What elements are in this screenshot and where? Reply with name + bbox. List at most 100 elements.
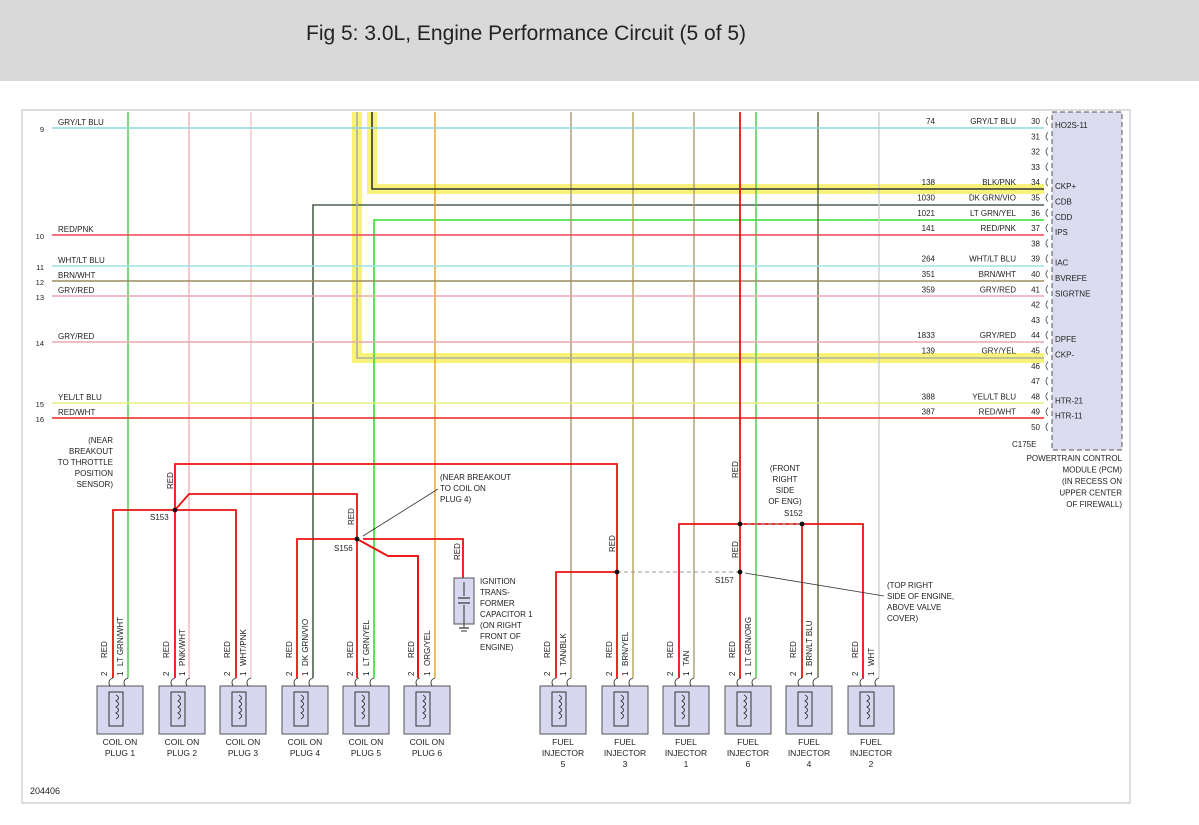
- pcm-name: (IN RECESS ON: [1062, 477, 1122, 486]
- device-body: [847, 685, 895, 735]
- device-body: [158, 685, 206, 735]
- pcm-pin-number: 38: [1031, 239, 1040, 248]
- device-name: 4: [807, 759, 812, 769]
- pcm-name: MODULE (PCM): [1062, 466, 1122, 475]
- pin-number: 1: [559, 671, 568, 676]
- row-number: 10: [36, 232, 44, 241]
- device-body: [281, 685, 329, 735]
- terminal-symbol: [628, 677, 634, 687]
- device-name: INJECTOR: [604, 748, 646, 758]
- pcm-name: UPPER CENTER: [1059, 489, 1122, 498]
- pcm-wire-color: DK GRN/VIO: [969, 194, 1016, 203]
- signal-wire-label: BRN/YEL: [621, 631, 630, 666]
- device-name: FUEL: [737, 737, 759, 747]
- device-name: 6: [746, 759, 751, 769]
- device-body: [662, 685, 710, 735]
- red-wire-label: RED: [608, 535, 617, 552]
- pcm-circuit-number: 141: [922, 224, 936, 233]
- device-name: COIL ON: [349, 737, 384, 747]
- row-color-label: RED/WHT: [58, 408, 95, 417]
- figure-title: Fig 5: 3.0L, Engine Performance Circuit …: [306, 22, 747, 45]
- pcm-pin-number: 31: [1031, 132, 1040, 141]
- wire-red: [363, 538, 464, 582]
- row-color-label: RED/PNK: [58, 225, 94, 234]
- pcm-wire-color: GRY/YEL: [981, 347, 1016, 356]
- coil-symbol: [859, 691, 875, 727]
- note-near-coil4: PLUG 4): [440, 495, 471, 504]
- splice-dot: [354, 536, 360, 542]
- pcm-pin-symbol: [1045, 223, 1049, 233]
- leader-line: [744, 572, 885, 597]
- wire-dk-grn-vio: [312, 204, 1044, 678]
- red-wire-label: RED: [347, 508, 356, 525]
- pcm-wire-color: BRN/WHT: [979, 270, 1016, 279]
- note-capacitor: IGNITION: [480, 577, 516, 586]
- power-wire-label: RED: [346, 641, 355, 658]
- pin-number: 1: [239, 671, 248, 676]
- note-front-right: SIDE: [776, 486, 795, 495]
- wire-red: [555, 571, 618, 678]
- row-number: 13: [36, 293, 44, 302]
- device-name: PLUG 1: [105, 748, 136, 758]
- pcm-circuit-number: 359: [922, 285, 936, 294]
- coil-winding: [177, 694, 181, 720]
- terminal-symbol: [293, 677, 299, 687]
- pcm-circuit-number: 387: [922, 408, 936, 417]
- terminal-symbol: [246, 677, 252, 687]
- pcm-pin-function: CDD: [1055, 213, 1073, 222]
- pcm-circuit-number: 351: [922, 270, 936, 279]
- note-capacitor: ENGINE): [480, 643, 514, 652]
- note-capacitor: (ON RIGHT: [480, 621, 522, 630]
- wires-layer: [52, 112, 1044, 678]
- pin-number: 1: [621, 671, 630, 676]
- note-top-right: SIDE OF ENGINE,: [887, 592, 954, 601]
- pcm-pin-function: BVREFE: [1055, 274, 1087, 283]
- splice-dot: [799, 521, 805, 527]
- pcm-pin-number: 30: [1031, 117, 1040, 126]
- terminal-symbol: [551, 677, 557, 687]
- pcm-pin-symbol: [1045, 330, 1049, 340]
- row-number: 12: [36, 278, 44, 287]
- device-name: FUEL: [860, 737, 882, 747]
- power-wire-label: RED: [162, 641, 171, 658]
- coil-winding: [422, 694, 426, 720]
- signal-wire-label: WHT/PNK: [239, 628, 248, 666]
- signal-wire-label: ORG/YEL: [423, 630, 432, 666]
- device-name: INJECTOR: [788, 748, 830, 758]
- pcm-circuit-number: 138: [922, 178, 936, 187]
- terminal-symbol: [736, 677, 742, 687]
- pcm-pin-function: DPFE: [1055, 335, 1076, 344]
- terminal-symbol: [859, 677, 865, 687]
- pcm-pin-symbol: [1045, 407, 1049, 416]
- signal-wire-label: LT GRN/YEL: [362, 620, 371, 666]
- pcm-pin-function: IPS: [1055, 228, 1068, 237]
- pin-number: 1: [362, 671, 371, 676]
- pcm-pin-function: CDB: [1055, 198, 1072, 207]
- power-wire-label: RED: [285, 641, 294, 658]
- terminal-symbol: [797, 677, 803, 687]
- ckp-highlight: [367, 112, 1044, 194]
- terminal-symbol: [108, 677, 114, 687]
- red-wire-label: RED: [731, 541, 740, 558]
- pcm-pin-number: 48: [1031, 392, 1040, 401]
- pcm-pin-symbol: [1045, 162, 1049, 172]
- pcm-pin-symbol: [1045, 193, 1049, 202]
- splice-dot: [737, 521, 743, 527]
- power-wire-label: RED: [605, 641, 614, 658]
- splice-label: S152: [784, 509, 803, 518]
- pcm-wire-color: RED/PNK: [980, 224, 1016, 233]
- row-color-label: GRY/RED: [58, 286, 95, 295]
- wire-red: [296, 538, 357, 678]
- pcm-wire-color: YEL/LT BLU: [972, 392, 1016, 401]
- pin-number: 2: [162, 671, 171, 676]
- splice-label: S157: [715, 576, 734, 585]
- splice-label: S156: [334, 544, 353, 553]
- red-wire-label: RED: [731, 461, 740, 478]
- diagram-border: [21, 109, 1131, 804]
- wire-red: [356, 538, 419, 678]
